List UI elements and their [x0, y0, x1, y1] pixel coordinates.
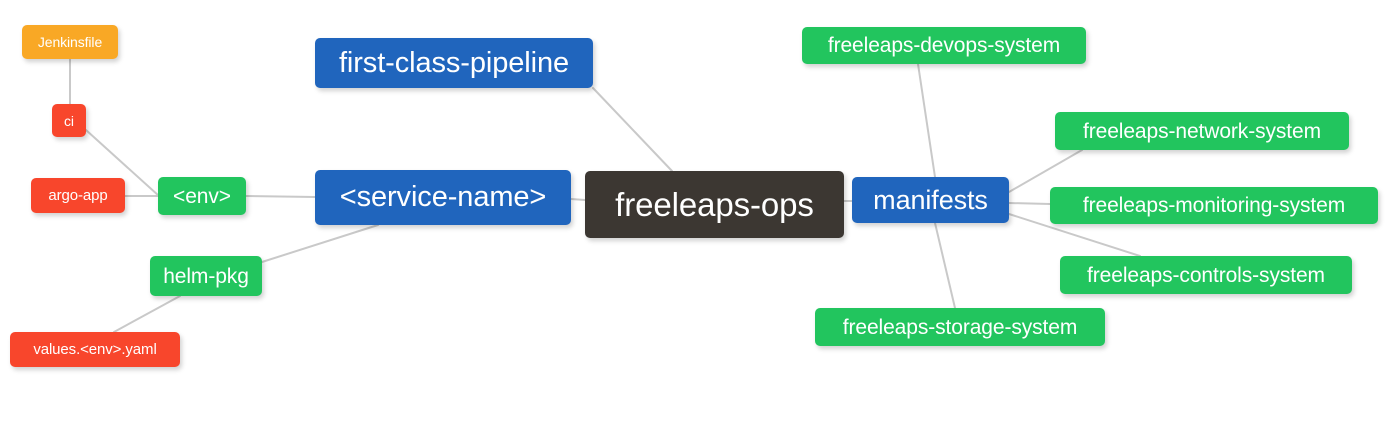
edge-manifests-storage: [934, 222, 956, 309]
node-label-freeleaps-monitoring-system: freeleaps-monitoring-system: [1082, 194, 1346, 217]
node-label-values-yaml: values.<env>.yaml: [33, 341, 157, 358]
node-ci[interactable]: ci: [52, 104, 86, 137]
node-freeleaps-network-system[interactable]: freeleaps-network-system: [1055, 112, 1349, 150]
node-label-freeleaps-ops: freeleaps-ops: [615, 186, 814, 223]
edge-manifests-monitoring: [1008, 202, 1051, 205]
edge-env-servicename: [245, 195, 316, 198]
node-manifests[interactable]: manifests: [852, 177, 1009, 223]
node-label-freeleaps-network-system: freeleaps-network-system: [1082, 119, 1321, 143]
edge-helmpkg-servicename: [261, 224, 379, 263]
edge-manifests-devops: [917, 63, 936, 178]
edge-servicename-ops: [570, 198, 586, 201]
node-label-ci: ci: [64, 112, 74, 129]
node-label-helm-pkg: helm-pkg: [163, 264, 249, 288]
node-values-yaml[interactable]: values.<env>.yaml: [10, 332, 180, 367]
node-label-freeleaps-storage-system: freeleaps-storage-system: [842, 315, 1078, 339]
node-label-freeleaps-controls-system: freeleaps-controls-system: [1087, 263, 1325, 287]
node-freeleaps-ops[interactable]: freeleaps-ops: [585, 171, 844, 238]
node-label-jenkinsfile: Jenkinsfile: [37, 34, 103, 50]
node-label-env: <env>: [173, 184, 231, 208]
node-argo-app[interactable]: argo-app: [31, 178, 125, 213]
node-freeleaps-storage-system[interactable]: freeleaps-storage-system: [815, 308, 1105, 346]
edge-manifests-network: [1008, 149, 1083, 193]
node-freeleaps-controls-system[interactable]: freeleaps-controls-system: [1060, 256, 1352, 294]
node-freeleaps-monitoring-system[interactable]: freeleaps-monitoring-system: [1050, 187, 1378, 224]
node-label-service-name: <service-name>: [339, 181, 547, 213]
node-helm-pkg[interactable]: helm-pkg: [150, 256, 262, 296]
node-service-name[interactable]: <service-name>: [315, 170, 571, 225]
node-label-argo-app: argo-app: [48, 187, 108, 204]
edge-valuesyaml-helmpkg: [113, 295, 181, 333]
node-first-class-pipeline[interactable]: first-class-pipeline: [315, 38, 593, 88]
node-jenkinsfile[interactable]: Jenkinsfile: [22, 25, 118, 59]
node-label-freeleaps-devops-system: freeleaps-devops-system: [827, 34, 1061, 57]
node-label-first-class-pipeline: first-class-pipeline: [338, 46, 570, 79]
node-freeleaps-devops-system[interactable]: freeleaps-devops-system: [802, 27, 1086, 64]
node-env[interactable]: <env>: [158, 177, 246, 215]
node-label-manifests: manifests: [873, 184, 988, 215]
edge-firstclass-ops: [592, 87, 673, 172]
